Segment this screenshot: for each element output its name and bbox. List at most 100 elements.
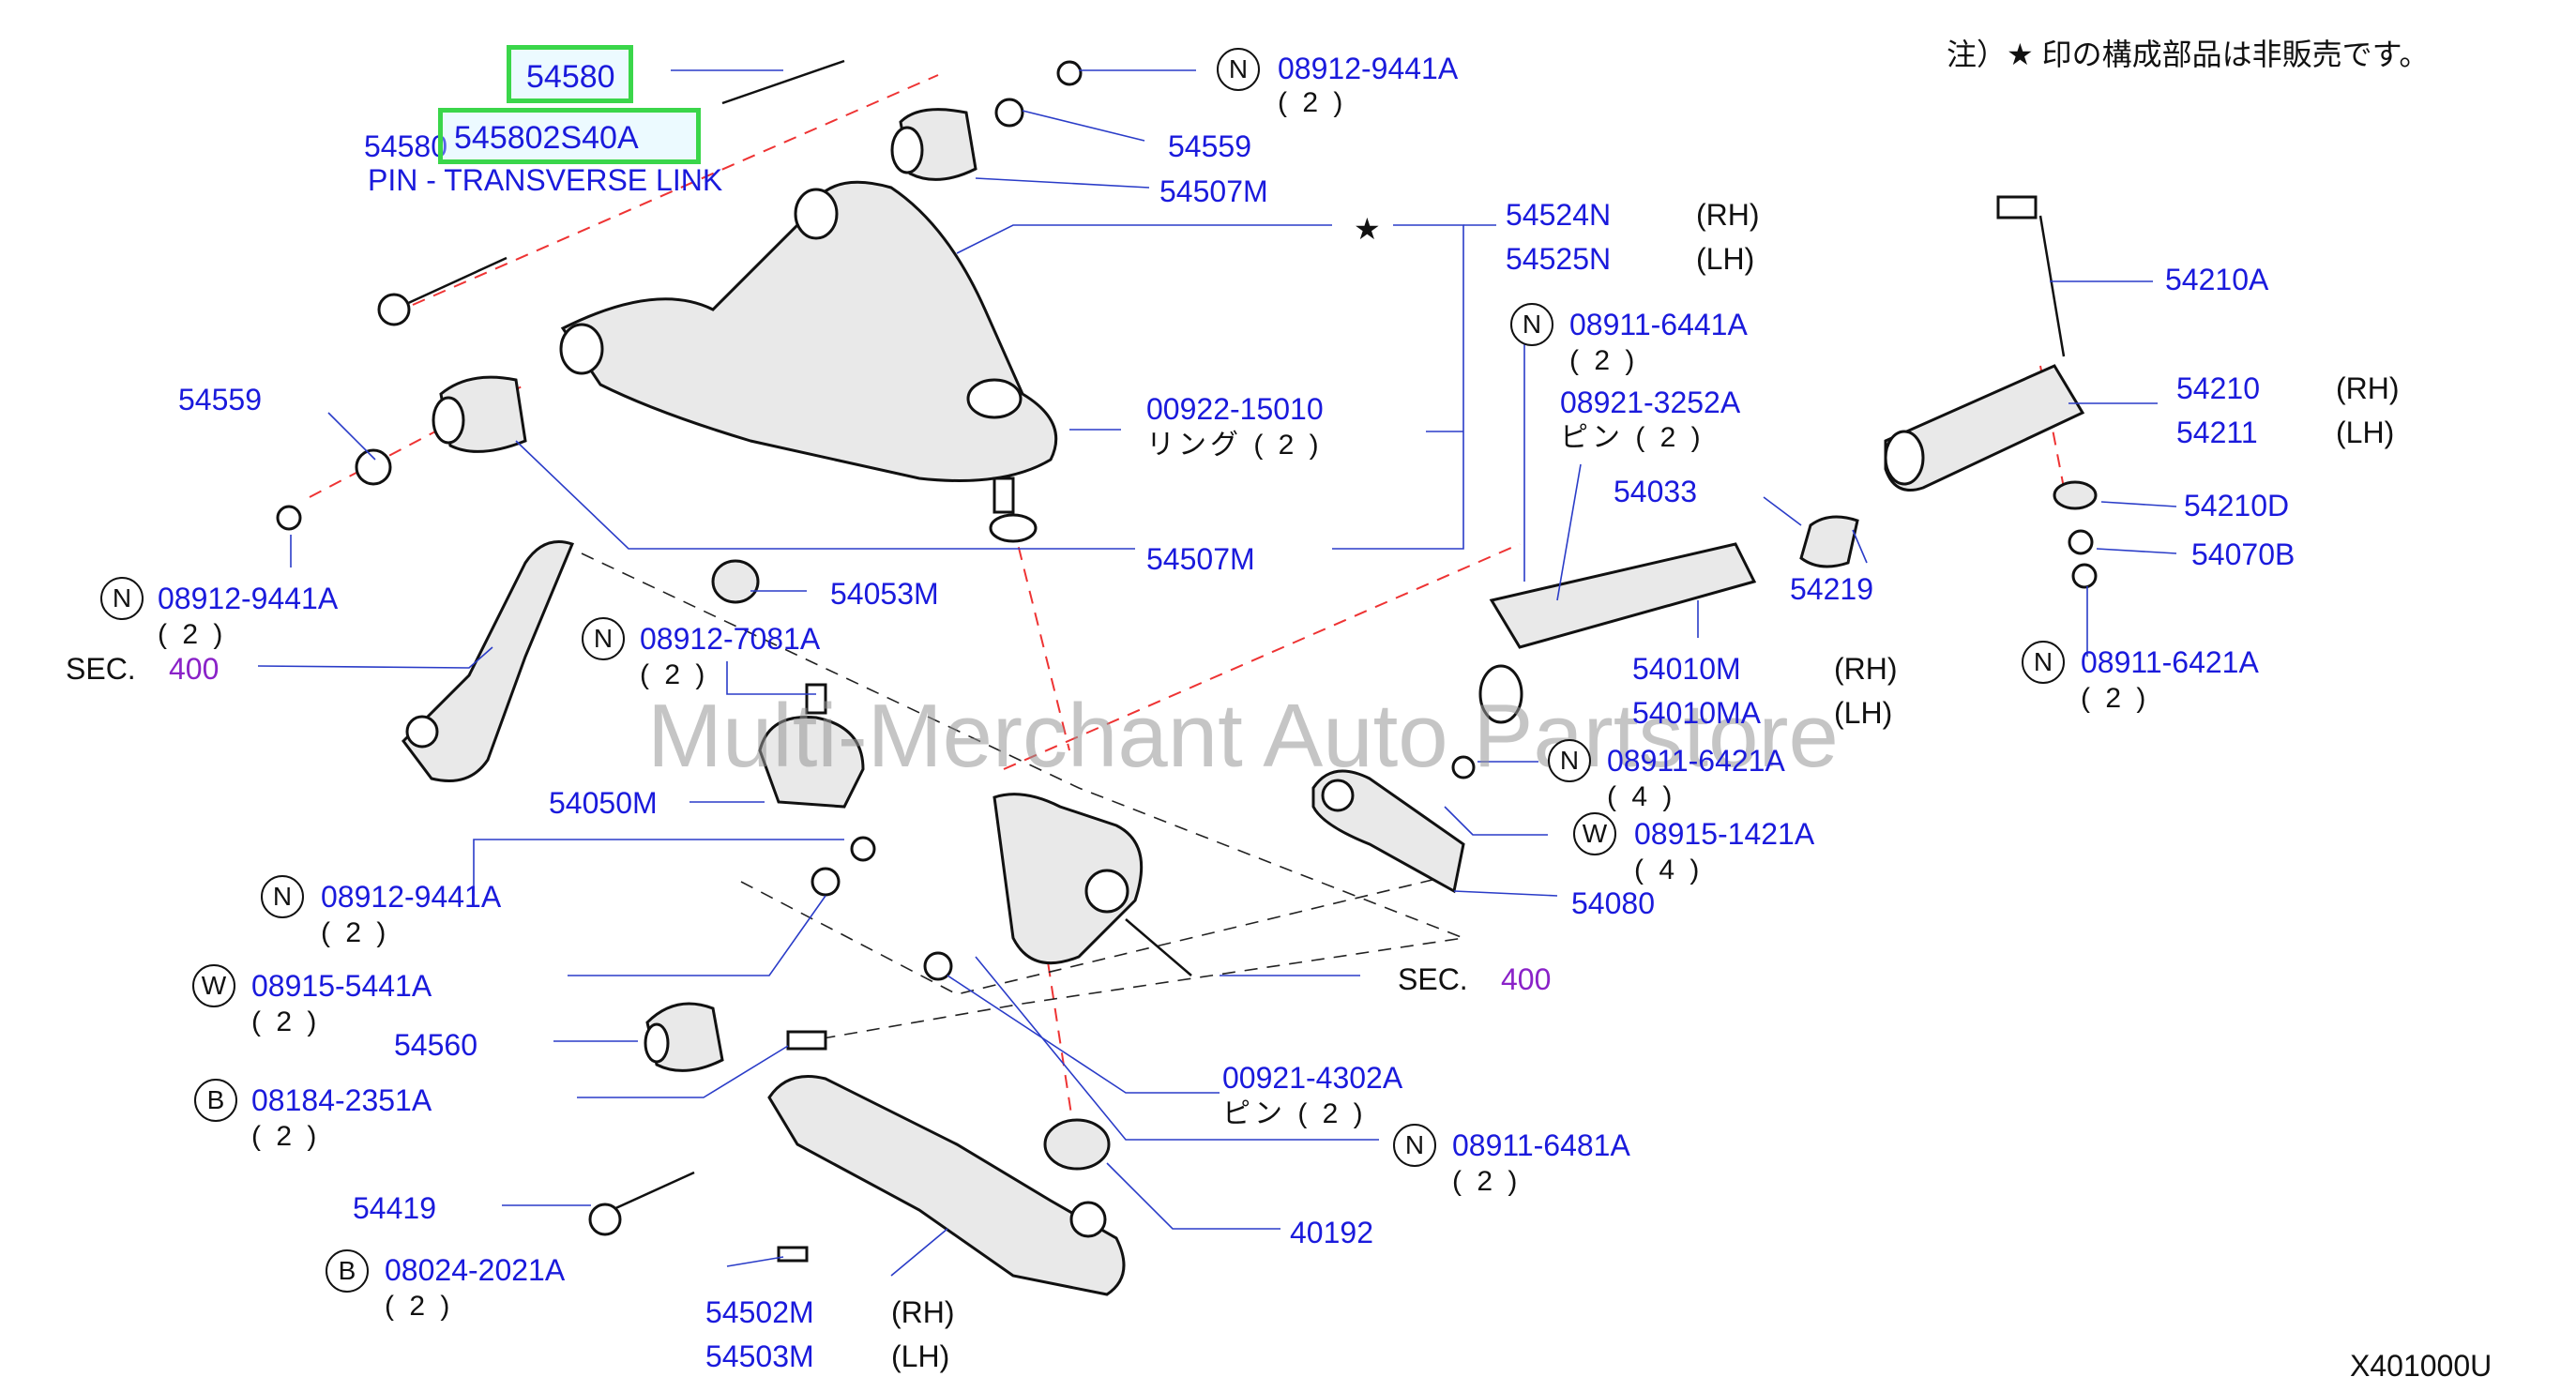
- badge-n: N: [100, 577, 144, 620]
- part-08911-6421A-c[interactable]: 08911-6421A: [1607, 744, 1785, 778]
- part-54070B[interactable]: 54070B: [2191, 537, 2296, 571]
- part-54210[interactable]: 54210: [2176, 371, 2260, 405]
- part-54560[interactable]: 54560: [394, 1028, 477, 1062]
- part-08911-6441A[interactable]: 08911-6441A: [1569, 308, 1748, 341]
- torsion-anchor-arm: [1884, 364, 2085, 492]
- lower-bolt-2: [777, 1246, 809, 1263]
- part-08024-2021A[interactable]: 08024-2021A: [385, 1253, 566, 1287]
- part-00921-4302A[interactable]: 00921-4302A: [1222, 1061, 1403, 1095]
- part-54507M-top[interactable]: 54507M: [1159, 174, 1268, 208]
- diagram-code: X401000U: [2350, 1349, 2493, 1383]
- part-08184-2351A[interactable]: 08184-2351A: [251, 1083, 432, 1117]
- side-rh: (RH): [1834, 652, 1898, 686]
- highlight-54580-label: 54580: [526, 59, 615, 95]
- leader-40192: [1106, 1162, 1280, 1230]
- part-08911-6481A[interactable]: 08911-6481A: [1452, 1128, 1630, 1162]
- part-08912-9441A-low[interactable]: 08912-9441A: [321, 880, 502, 914]
- part-08912-7081A[interactable]: 08912-7081A: [640, 622, 821, 656]
- bumper-cap: [711, 559, 760, 604]
- stabilizer-link: [402, 540, 575, 782]
- side-lh: (LH): [2336, 416, 2395, 449]
- qty: ( 2 ): [385, 1291, 454, 1322]
- part-08915-1421A[interactable]: 08915-1421A: [1634, 817, 1815, 851]
- leader-54559-left: [327, 412, 376, 461]
- part-54503M[interactable]: 54503M: [705, 1339, 814, 1373]
- part-54053M[interactable]: 54053M: [830, 577, 939, 611]
- part-54033[interactable]: 54033: [1614, 475, 1697, 508]
- stabilizer-link-eye: [405, 715, 439, 749]
- side-lh: (LH): [1696, 242, 1755, 276]
- rebound-bumper: [758, 715, 865, 809]
- part-54080[interactable]: 54080: [1571, 886, 1655, 920]
- part-54419[interactable]: 54419: [353, 1191, 436, 1225]
- part-54010M[interactable]: 54010M: [1632, 652, 1741, 686]
- part-54502M[interactable]: 54502M: [705, 1295, 814, 1329]
- highlight-545802S40A-label: 545802S40A: [454, 120, 639, 156]
- upper-ball-joint-socket: [966, 378, 1023, 419]
- part-54219[interactable]: 54219: [1790, 572, 1873, 606]
- axis-upper-link: [412, 74, 939, 306]
- part-54559-top[interactable]: 54559: [1168, 129, 1251, 163]
- badge-n: N: [582, 617, 625, 660]
- leader-08915-5441A: [568, 895, 826, 976]
- part-54559-left[interactable]: 54559: [178, 383, 262, 416]
- part-54507M-mid[interactable]: 54507M: [1146, 542, 1255, 576]
- part-54211[interactable]: 54211: [2176, 416, 2258, 449]
- part-54210D[interactable]: 54210D: [2184, 489, 2290, 522]
- upper-arm-eye-front: [559, 323, 604, 375]
- badge-n: N: [1510, 303, 1553, 346]
- part-54010MA[interactable]: 54010MA: [1632, 696, 1761, 730]
- leader-54033: [1763, 496, 1802, 526]
- part-54524N[interactable]: 54524N: [1506, 198, 1612, 232]
- badge-n: N: [261, 875, 304, 918]
- bracket-54524N: [1332, 224, 1464, 550]
- torsion-bar: [1489, 542, 1757, 649]
- leader-08921-3252A: [1556, 463, 1582, 601]
- part-40192[interactable]: 40192: [1290, 1216, 1373, 1249]
- qty: ( 2 ): [251, 1121, 321, 1152]
- leader-54080: [1453, 890, 1558, 897]
- rebound-bolt: [805, 683, 827, 715]
- leader-08024-2021A: [726, 1256, 784, 1267]
- upper-bushing-front-face: [432, 396, 465, 445]
- leader-00921-4302A: [947, 975, 1220, 1094]
- part-54050M[interactable]: 54050M: [549, 786, 658, 820]
- part-08915-5441A[interactable]: 08915-5441A: [251, 969, 432, 1003]
- upper-bushing-rear-face: [890, 126, 924, 174]
- axis-tension-rod: [1003, 543, 1521, 770]
- badge-b: B: [194, 1079, 237, 1122]
- part-08921-3252A[interactable]: 08921-3252A: [1560, 386, 1741, 419]
- castle-nut: [923, 951, 953, 981]
- side-rh: (RH): [891, 1295, 955, 1329]
- qty: ( 4 ): [1607, 781, 1676, 812]
- sec-label-right: SEC.: [1398, 962, 1468, 996]
- part-54580-label[interactable]: 54580: [364, 129, 447, 163]
- part-08912-9441A-top[interactable]: 08912-9441A: [1278, 52, 1459, 85]
- steering-knuckle: [993, 793, 1144, 965]
- leader-54070B: [2096, 548, 2177, 554]
- part-00922-15010[interactable]: 00922-15010: [1146, 392, 1324, 426]
- lower-bushing-face: [644, 1022, 670, 1064]
- leader-sec-left: [257, 646, 493, 669]
- sec-number-right[interactable]: 400: [1501, 962, 1552, 996]
- torque-arm-nut: [1451, 755, 1476, 779]
- washer-left: [355, 448, 392, 486]
- lower-control-arm: [767, 1075, 1126, 1296]
- upper-arm-eye-rear: [794, 188, 839, 240]
- qty: ( 2 ): [1569, 345, 1639, 376]
- part-08912-9441A-left[interactable]: 08912-9441A: [158, 582, 339, 615]
- side-lh: (LH): [1834, 696, 1893, 730]
- pin-upper-front-head: [377, 293, 411, 326]
- side-lh: (LH): [891, 1339, 950, 1373]
- part-54210A[interactable]: 54210A: [2165, 263, 2269, 296]
- part-08911-6421A-r[interactable]: 08911-6421A: [2081, 645, 2259, 679]
- sec-number-left[interactable]: 400: [169, 652, 220, 686]
- construction-line-1: [581, 552, 1467, 1042]
- badge-n: N: [1217, 48, 1260, 91]
- anchor-boot: [2053, 480, 2098, 510]
- part-54525N[interactable]: 54525N: [1506, 242, 1612, 276]
- highlight-545802S40A[interactable]: 545802S40A: [438, 108, 701, 164]
- highlight-54580[interactable]: 54580: [507, 45, 633, 103]
